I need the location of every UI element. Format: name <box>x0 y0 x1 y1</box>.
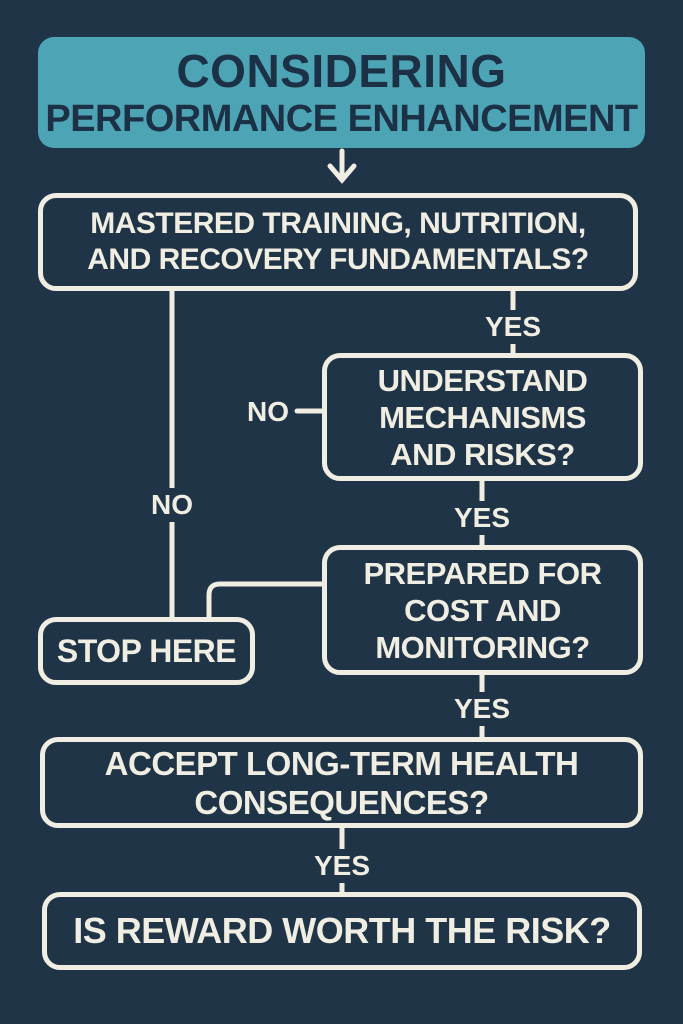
edge-label-mechanisms-no: NO <box>243 395 293 429</box>
start-node-title-line1: CONSIDERING <box>176 44 507 97</box>
edge-cost-no-elbow-line <box>206 581 325 623</box>
question-consequences-node: ACCEPT LONG-TERM HEALTH CONSEQUENCES? <box>40 737 643 828</box>
edge-label-fundamentals-no: NO <box>144 488 200 522</box>
stop-here-node: STOP HERE <box>38 617 255 685</box>
question-cost-line3: MONITORING? <box>375 629 590 665</box>
edge-label-fundamentals-yes: YES <box>477 310 549 344</box>
edge-label-consequences-yes: YES <box>306 849 378 883</box>
question-cost-line2: COST AND <box>404 592 561 628</box>
question-reward-label: IS REWARD WORTH THE RISK? <box>73 910 611 951</box>
stop-here-label: STOP HERE <box>56 633 237 669</box>
question-mechanisms-line1: UNDERSTAND <box>377 362 588 398</box>
question-mechanisms-line2: MECHANISMS <box>379 399 586 435</box>
edge-label-cost-yes: YES <box>446 692 518 726</box>
start-node: CONSIDERING PERFORMANCE ENHANCEMENT <box>38 37 645 148</box>
edge-label-mechanisms-yes: YES <box>446 501 518 535</box>
question-fundamentals-line1: MASTERED TRAINING, NUTRITION, <box>90 207 586 240</box>
question-cost-line1: PREPARED FOR <box>363 555 602 591</box>
question-reward-node: IS REWARD WORTH THE RISK? <box>42 892 642 970</box>
question-mechanisms-line3: AND RISKS? <box>390 436 575 472</box>
down-arrow-icon <box>327 163 357 184</box>
question-cost-node: PREPARED FOR COST AND MONITORING? <box>322 545 643 675</box>
question-consequences-line2: CONSEQUENCES? <box>194 783 489 821</box>
start-node-title-line2: PERFORMANCE ENHANCEMENT <box>45 97 638 140</box>
question-consequences-line1: ACCEPT LONG-TERM HEALTH <box>104 744 579 782</box>
question-fundamentals-node: MASTERED TRAINING, NUTRITION, AND RECOVE… <box>38 193 638 291</box>
question-fundamentals-line2: AND RECOVERY FUNDAMENTALS? <box>87 243 589 276</box>
question-mechanisms-node: UNDERSTAND MECHANISMS AND RISKS? <box>322 353 643 481</box>
